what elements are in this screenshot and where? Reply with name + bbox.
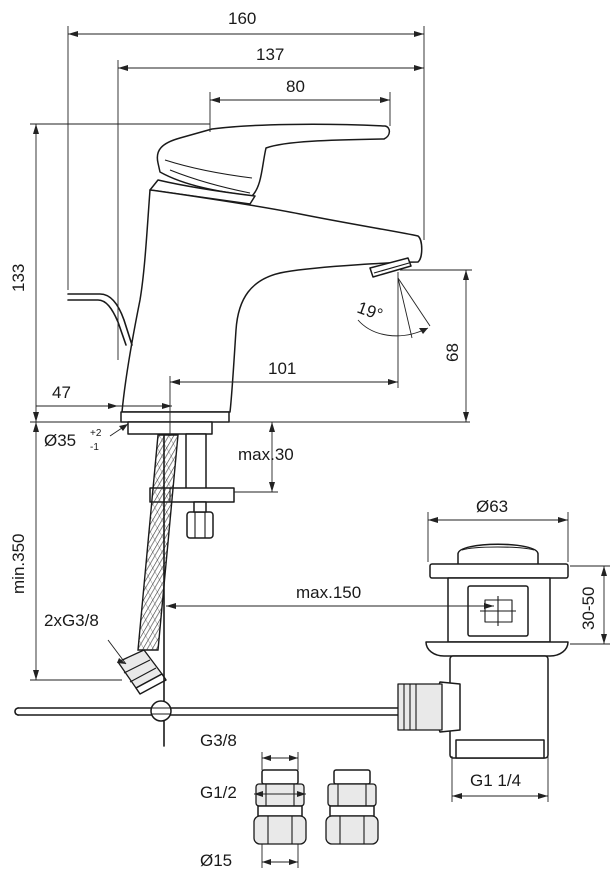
label-deck-thickness: max.30 xyxy=(238,445,294,464)
label-adapter-pipe: Ø15 xyxy=(200,851,232,870)
label-base-tol-lower: -1 xyxy=(90,442,99,453)
label-adapter-thread-top: G3/8 xyxy=(200,731,237,750)
mounting-nut xyxy=(186,511,214,539)
waste-side-nut xyxy=(397,683,443,731)
label-width-body: 137 xyxy=(256,45,284,64)
adapter-right xyxy=(325,769,379,845)
label-hose-length: min.350 xyxy=(9,534,28,594)
faucet-base xyxy=(120,411,230,423)
label-base-diameter: Ø35 xyxy=(44,431,76,450)
label-width-total: 160 xyxy=(228,9,256,28)
label-height-total: 133 xyxy=(9,264,28,292)
waste-valve xyxy=(397,543,569,759)
label-waste-height: 30-50 xyxy=(579,587,598,630)
adapter-fittings xyxy=(253,769,379,845)
dimension-lines xyxy=(30,26,610,868)
label-base-tol-upper: +2 xyxy=(90,428,102,439)
label-waste-distance: max.150 xyxy=(296,583,361,602)
label-width-handle: 80 xyxy=(286,77,305,96)
popup-rod xyxy=(14,435,401,747)
faucet-aerator xyxy=(369,257,412,278)
label-spout-height: 68 xyxy=(443,343,462,362)
label-spray-angle: 19° xyxy=(355,298,386,325)
faucet-spout xyxy=(121,189,423,413)
label-spout-reach: 101 xyxy=(268,359,296,378)
braided-hose xyxy=(117,434,179,695)
waste-plug xyxy=(457,543,539,567)
rod-clip xyxy=(150,700,172,722)
label-hose-thread: 2xG3/8 xyxy=(44,611,99,630)
adapter-left xyxy=(253,769,307,845)
label-base-offset: 47 xyxy=(52,383,71,402)
label-adapter-thread-mid: G1/2 xyxy=(200,783,237,802)
faucet-handle xyxy=(156,123,391,197)
waste-flange xyxy=(425,641,569,657)
label-waste-thread: G1 1/4 xyxy=(470,771,521,790)
label-waste-head: Ø63 xyxy=(476,497,508,516)
popup-lever xyxy=(67,293,133,346)
faucet-body xyxy=(67,123,423,435)
